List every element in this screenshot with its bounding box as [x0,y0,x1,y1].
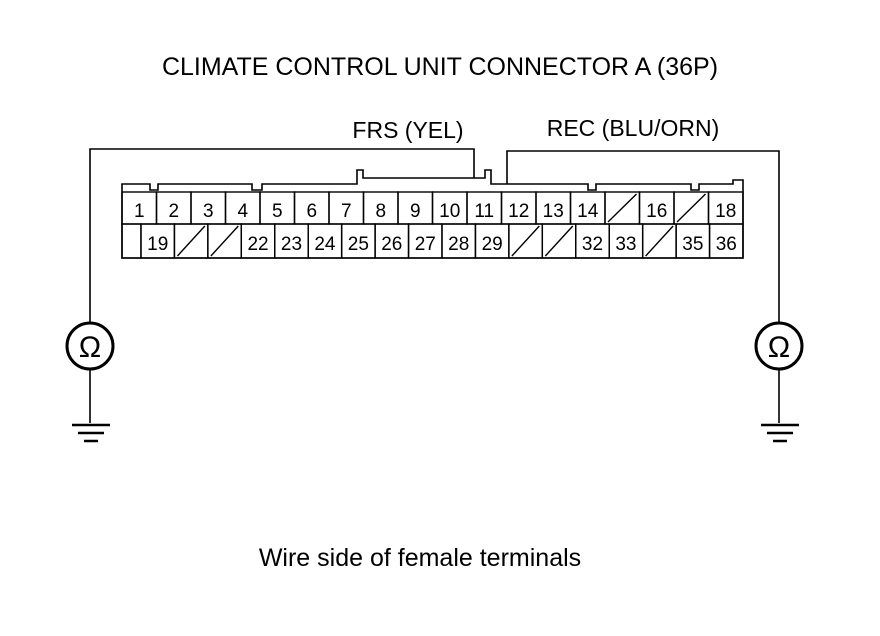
ground-right-icon [761,369,799,443]
diagram-caption: Wire side of female terminals [259,544,581,572]
terminal-number: 6 [306,201,317,222]
terminal-number: 36 [716,234,737,255]
terminal-number: 10 [439,201,460,222]
terminal-number: 28 [448,234,469,255]
terminal-number: 9 [410,201,421,222]
terminal-number: 14 [577,201,599,222]
terminal-number: 2 [168,201,179,222]
terminal-number: 29 [482,234,503,255]
ohm-meter-left-icon: Ω [79,331,101,364]
terminal-number: 11 [474,201,494,222]
terminal-number: 25 [348,234,369,255]
terminal-number: 18 [715,201,736,222]
terminal-number: 7 [341,201,352,222]
ohm-meter-right-icon: Ω [768,331,790,364]
terminal-number: 3 [203,201,214,222]
terminal-number: 26 [381,234,402,255]
terminal-number: 12 [508,201,529,222]
terminal-number: 13 [543,201,564,222]
terminal-number: 4 [237,201,248,222]
diagram-title: CLIMATE CONTROL UNIT CONNECTOR A (36P) [162,53,718,81]
terminal-number: 8 [375,201,386,222]
terminal-number: 22 [247,234,268,255]
frs-wire [89,148,475,326]
terminal-number: 32 [582,234,603,255]
terminal-number: 23 [281,234,302,255]
terminal-cell-36: 36 [708,223,744,259]
rec-wire [506,150,780,324]
wire-lines [89,148,780,326]
terminal-number: 19 [147,234,168,255]
bottom-row: 19 22 23 24 25 26 27 28 29 32 33 35 36 [121,223,744,259]
terminal-number: 1 [134,201,145,222]
rec-wire-label: REC (BLU/ORN) [547,115,720,141]
ground-left-icon [72,369,110,443]
terminal-number: 35 [682,234,703,255]
terminal-number: 24 [314,234,336,255]
frs-wire-label: FRS (YEL) [352,117,463,143]
terminal-number: 33 [615,234,636,255]
terminal-number: 5 [272,201,283,222]
terminal-number: 27 [415,234,436,255]
terminal-number: 16 [646,201,667,222]
